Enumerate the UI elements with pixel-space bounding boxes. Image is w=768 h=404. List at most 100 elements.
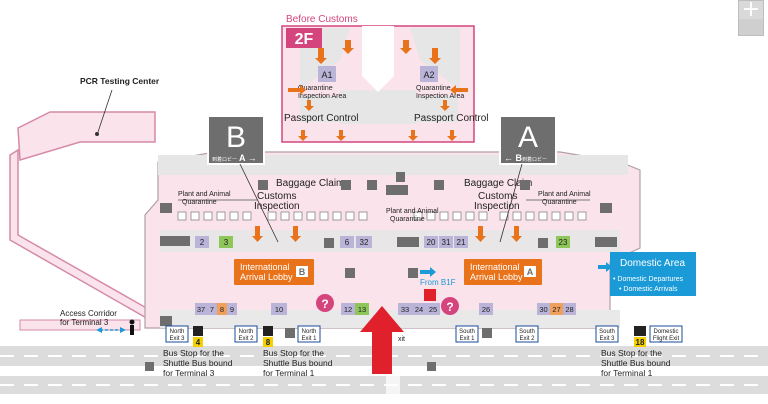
flow-arrows-upper xyxy=(288,40,468,141)
counter-23-label: 23 xyxy=(559,238,568,247)
info-icon-glyph: ? xyxy=(446,300,453,314)
counter-32 xyxy=(356,236,372,248)
counter-2 xyxy=(195,236,209,248)
facility-icons xyxy=(145,172,617,371)
counter-21-label: 21 xyxy=(457,238,466,247)
zone-b-sub-arrow: A → xyxy=(239,153,257,163)
floor-badge-text: 2F xyxy=(295,31,314,48)
counter-27-label: 27 xyxy=(552,305,560,314)
customs-left-line1: Customs xyxy=(257,191,296,202)
bus-stop-right-line3: for Terminal 1 xyxy=(601,368,653,378)
baggage-icon xyxy=(408,268,418,278)
counter-7 xyxy=(207,303,217,315)
counter-13-label: 13 xyxy=(358,305,366,314)
counter-7-label: 7 xyxy=(210,305,214,314)
counter-33 xyxy=(398,303,412,315)
zoom-in-icon[interactable]: + xyxy=(741,0,761,22)
domestic-title: Domestic Area xyxy=(620,258,685,269)
baggage-icon xyxy=(145,362,154,371)
counter-30-label: 30 xyxy=(539,305,547,314)
exit-north-2[interactable] xyxy=(234,325,258,343)
info-icon[interactable]: ? xyxy=(441,297,459,315)
arrival-lobby-b[interactable]: International Arrival Lobby B xyxy=(234,259,314,285)
exit-south-2[interactable] xyxy=(515,325,539,343)
plant-right-line2: Quarantine xyxy=(542,199,577,206)
exit-south-3[interactable] xyxy=(595,325,619,343)
exit-domestic-flight[interactable] xyxy=(649,325,683,343)
quarantine-right-line2: Inspection Area xyxy=(416,93,464,100)
bus-stop-8[interactable] xyxy=(263,337,273,347)
exit-south-3-line1: South xyxy=(599,329,615,335)
pcr-testing-center-label: PCR Testing Center xyxy=(80,76,160,86)
counter-28 xyxy=(563,303,576,315)
pedestrian-icon xyxy=(129,319,135,335)
exit-south-1[interactable] xyxy=(455,325,479,343)
walk-direction-arrow xyxy=(96,327,126,333)
exit-north-1[interactable] xyxy=(297,325,321,343)
zone-a-sub-jp: 到着ロビー xyxy=(522,156,547,163)
exit-south-2-line1: South xyxy=(519,329,535,335)
zoom-slider[interactable] xyxy=(739,19,763,35)
exit-north-3-line2: Exit 3 xyxy=(169,336,185,342)
counter-9 xyxy=(227,303,237,315)
domestic-departures: • Domestic Departures xyxy=(613,276,684,283)
counter-24-label: 24 xyxy=(415,305,423,314)
bus-stop-right-line1: Bus Stop for the xyxy=(601,348,662,358)
road-area xyxy=(0,346,768,394)
bus-stop-4[interactable] xyxy=(193,337,203,347)
zone-b-letter: B xyxy=(226,121,246,154)
counter-30 xyxy=(537,303,550,315)
zone-a-marker[interactable]: A ← B 到着ロビー xyxy=(499,115,557,165)
gate-a1-label: A1 xyxy=(321,70,332,80)
bus-stop-mid-line1: Bus Stop for the xyxy=(263,348,324,358)
domestic-arrivals: • Domestic Arrivals xyxy=(619,286,678,293)
counter-26 xyxy=(479,303,493,315)
baggage-icon xyxy=(324,238,334,248)
exit-north-1-line1: North xyxy=(302,329,317,335)
counter-31 xyxy=(439,236,453,248)
baggage-icon xyxy=(367,180,377,190)
domestic-area-box[interactable]: Domestic Area • Domestic Departures • Do… xyxy=(598,252,696,296)
counters-top-row: 2 3 6 32 20 31 21 23 xyxy=(195,236,570,248)
zone-a-letter: A xyxy=(518,121,538,154)
escalator-icon xyxy=(424,289,436,301)
counter-25 xyxy=(426,303,440,315)
customs-right-line2: Inspection xyxy=(474,201,520,212)
counter-24 xyxy=(412,303,426,315)
zoom-control[interactable]: + xyxy=(738,0,764,36)
arrival-lobby-a[interactable]: International Arrival Lobby A xyxy=(464,259,542,285)
counter-9-label: 9 xyxy=(230,305,234,314)
plant-mid-line1: Plant and Animal xyxy=(386,208,439,215)
lobby-a-title: International xyxy=(470,262,520,272)
exit-south-1-line2: Exit 1 xyxy=(459,336,475,342)
counter-10-label: 10 xyxy=(275,305,283,314)
counter-6-label: 6 xyxy=(345,238,350,247)
counter-12 xyxy=(341,303,355,315)
info-icon[interactable]: ? xyxy=(316,294,334,312)
bus-stop-4-label: 4 xyxy=(196,338,201,347)
counter-23 xyxy=(556,236,570,248)
baggage-icon xyxy=(434,180,444,190)
pcr-dot xyxy=(95,132,99,136)
access-corridor-line1: Access Corridor xyxy=(60,309,117,318)
bus-stop-18-label: 18 xyxy=(636,338,645,347)
exit-south-3-line2: Exit 3 xyxy=(599,336,615,342)
restroom-icon xyxy=(600,203,612,213)
baggage-icon xyxy=(520,180,530,190)
access-corridor-line2: for Terminal 3 xyxy=(60,318,109,327)
counter-37 xyxy=(195,303,207,315)
zone-a-sub-arrow: ← B xyxy=(504,153,523,163)
zone-b-marker[interactable]: B 到着ロビー A → xyxy=(207,115,265,165)
exit-domestic-line1: Domestic xyxy=(653,329,678,335)
mid-exit-label: xit xyxy=(398,336,405,343)
lobby-a-tag: A xyxy=(527,267,534,277)
baggage-claim-left: Baggage Claim xyxy=(276,178,344,189)
bus-stop-18[interactable] xyxy=(634,337,646,347)
exit-north-3[interactable] xyxy=(165,325,189,343)
counter-3-label: 3 xyxy=(224,238,229,247)
counter-27 xyxy=(550,303,563,315)
floor-badge-2f: 2F xyxy=(286,28,322,48)
pcr-leader-line xyxy=(97,89,113,133)
counter-26-label: 26 xyxy=(482,305,490,314)
